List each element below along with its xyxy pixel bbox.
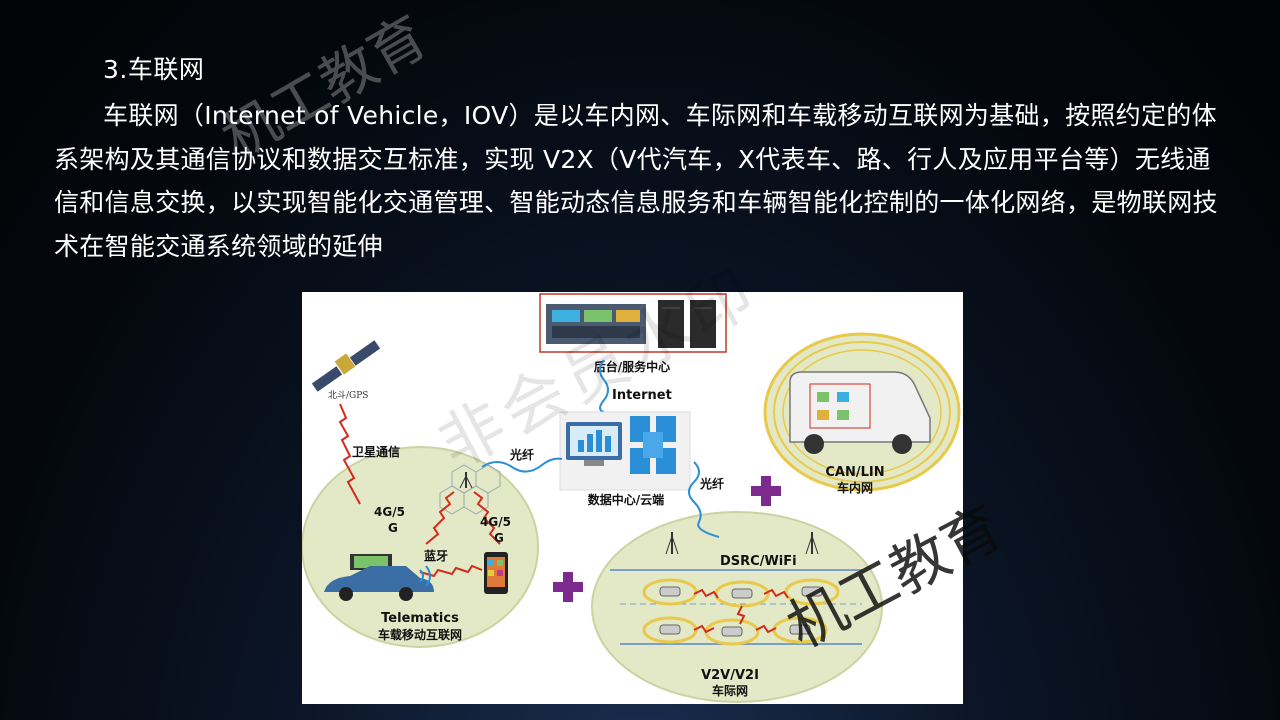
plus-icon-1 [751, 476, 781, 506]
car-icon [324, 554, 434, 601]
dsrc-tower-right [805, 532, 819, 555]
bluetooth-label: 蓝牙 [424, 548, 448, 563]
iov-architecture-diagram: 后台/服务中心 Internet 数据中心/云端 光纤 光纤 北斗/GPS 卫星… [302, 292, 963, 704]
telematics-subtitle: 车载移动互联网 [378, 627, 462, 642]
slide-heading: 3.车联网 [103, 55, 205, 84]
internet-label: Internet [612, 388, 672, 403]
dsrc-tower-left [665, 532, 679, 555]
v2v-subtitle: 车际网 [712, 683, 748, 698]
cellular-left-label-line1: 4G/5 [374, 505, 405, 519]
datacenter-label: 数据中心/云端 [588, 492, 664, 507]
satellite-label: 北斗/GPS [328, 390, 368, 401]
fiber-left-label: 光纤 [509, 447, 534, 462]
data-center-cloud [559, 411, 691, 491]
dsrc-label: DSRC/WiFi [720, 554, 797, 569]
vehicle-ring-3 [784, 578, 840, 606]
plus-icon-2 [553, 572, 583, 602]
can-title: CAN/LIN [825, 465, 884, 480]
fiber-right-label: 光纤 [699, 476, 724, 491]
cellular-grid [439, 464, 501, 515]
cell-tower-icon [459, 472, 473, 489]
cellular-right-label-line1: 4G/5 [480, 515, 511, 529]
v2v-title: V2V/V2I [701, 668, 759, 683]
satellite-comm-label: 卫星通信 [352, 444, 400, 459]
telematics-zone [302, 446, 539, 648]
telematics-title: Telematics [381, 611, 459, 626]
cellular-left-label-line2: G [388, 521, 398, 535]
slide-paragraph: 车联网（Internet of Vehicle，IOV）是以车内网、车际网和车载… [54, 101, 1218, 261]
van-icon [789, 371, 931, 454]
smartphone-icon [484, 552, 508, 594]
satellite-icon [311, 340, 381, 392]
cellular-right-label-line2: G [494, 531, 504, 545]
backend-label: 后台/服务中心 [594, 359, 670, 374]
can-subtitle: 车内网 [837, 480, 873, 495]
backend-service-center [539, 293, 727, 353]
